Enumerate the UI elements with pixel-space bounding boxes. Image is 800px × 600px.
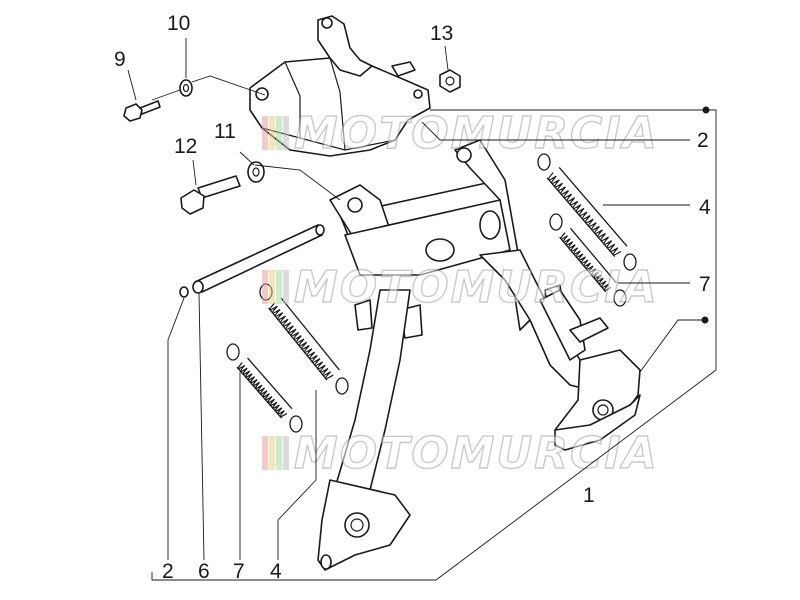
- callout-13: 13: [430, 22, 453, 45]
- watermark-logo: MOTOMURCIA: [262, 107, 659, 160]
- callout-12: 12: [174, 135, 197, 158]
- spring-7-right: [549, 213, 627, 307]
- spring-hook: [613, 289, 627, 307]
- callout-6: 6: [198, 560, 210, 583]
- spring-hook: [537, 153, 551, 171]
- watermark-text: MOTOMURCIA: [294, 262, 659, 313]
- watermark-stripe: [262, 436, 268, 470]
- watermark-stripe: [269, 436, 275, 470]
- bolt-9: [123, 100, 161, 122]
- spring-hook: [226, 343, 240, 361]
- spring-hook: [335, 377, 349, 395]
- watermark-stripe: [283, 116, 289, 150]
- spring-coil: [547, 172, 622, 256]
- callout-1: 1: [583, 484, 595, 507]
- spring-7-left: [226, 343, 303, 433]
- watermark-text: MOTOMURCIA: [294, 108, 659, 159]
- spring-outline: [236, 357, 293, 419]
- spring-4-right: [537, 153, 637, 271]
- watermark-stripe: [276, 270, 282, 304]
- pin-shaft: [192, 224, 325, 294]
- watermark-stripe: [262, 270, 268, 304]
- callout-labels: 1 2 2 4 4 6 7 7 9 10 11 12 13: [114, 12, 711, 583]
- watermark-logo: MOTOMURCIA: [262, 427, 659, 480]
- callout-4-right: 4: [699, 196, 711, 219]
- callout-2-bottom: 2: [162, 560, 174, 583]
- callout-9: 9: [114, 48, 126, 71]
- callout-11: 11: [214, 120, 236, 143]
- mounting-bracket: [249, 15, 431, 157]
- watermark-stripe: [269, 116, 275, 150]
- leader-dots: [701, 106, 710, 324]
- washer-10: [179, 79, 193, 97]
- callout-7-right: 7: [699, 273, 711, 296]
- watermark-stripe: [276, 436, 282, 470]
- watermark-stripe: [262, 116, 268, 150]
- callout-10: 10: [167, 12, 190, 35]
- watermark: MOTOMURCIA MOTOMURCIA MOTOMURCIA: [262, 107, 659, 480]
- bolt-12: [180, 175, 241, 215]
- callout-7-bottom: 7: [233, 560, 245, 583]
- spring-hook: [549, 213, 563, 231]
- snap-ring: [179, 286, 189, 298]
- watermark-stripe: [283, 270, 289, 304]
- nut-13: [439, 69, 461, 93]
- watermark-stripe: [269, 270, 275, 304]
- watermark-stripe: [276, 116, 282, 150]
- watermark-logo: MOTOMURCIA: [262, 261, 659, 314]
- washer-11: [247, 161, 265, 183]
- spring-coil: [269, 302, 334, 380]
- center-stand: [317, 139, 641, 571]
- leader-lines: [127, 38, 717, 581]
- spring-outline: [559, 227, 617, 293]
- callout-4-bottom: 4: [270, 560, 282, 583]
- spring-coil: [560, 232, 612, 292]
- watermark-text: MOTOMURCIA: [294, 428, 659, 479]
- spring-outline: [546, 166, 628, 258]
- callout-2-right: 2: [697, 129, 709, 152]
- spring-hook: [289, 415, 303, 433]
- spring-coil: [237, 362, 288, 418]
- spring-outline: [268, 297, 340, 381]
- watermark-stripe: [283, 436, 289, 470]
- spring-hook: [623, 253, 637, 271]
